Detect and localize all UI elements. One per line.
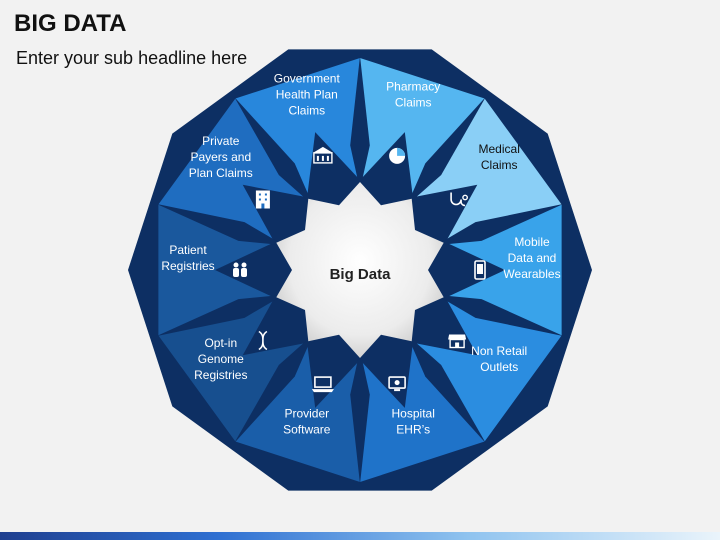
page-title: BIG DATA xyxy=(14,10,127,37)
building-icon xyxy=(255,190,270,209)
footer-bar xyxy=(0,532,720,540)
center-label: Big Data xyxy=(330,266,392,283)
page-subtitle: Enter your sub headline here xyxy=(16,48,248,68)
segment-government-building xyxy=(235,58,360,198)
segment-dna xyxy=(158,297,308,442)
segment-monitor xyxy=(360,342,485,482)
laptop-icon xyxy=(311,376,334,393)
segment-divider xyxy=(156,294,284,337)
segment-divider xyxy=(350,350,370,484)
segment-laptop xyxy=(235,342,360,482)
dna-icon xyxy=(258,330,268,351)
government-building-icon xyxy=(312,146,333,164)
center-star xyxy=(276,182,444,358)
segment-divider xyxy=(407,96,486,206)
segment-divider xyxy=(234,96,313,206)
segment-divider xyxy=(350,56,370,190)
people-icon xyxy=(233,262,247,277)
mobile-phone-icon xyxy=(474,260,486,280)
segment-pie-chart xyxy=(360,58,485,198)
storefront-icon xyxy=(448,334,467,349)
monitor-icon xyxy=(388,376,406,392)
stethoscope-icon xyxy=(450,192,469,207)
segment-divider xyxy=(234,334,313,444)
segment-divider xyxy=(156,203,284,246)
segment-divider xyxy=(436,294,564,337)
segment-stethoscope xyxy=(412,98,562,243)
segment-storefront xyxy=(412,297,562,442)
pie-chart-icon xyxy=(389,147,406,164)
segment-divider xyxy=(407,334,486,444)
segment-building xyxy=(158,98,308,243)
segment-divider xyxy=(436,203,564,246)
